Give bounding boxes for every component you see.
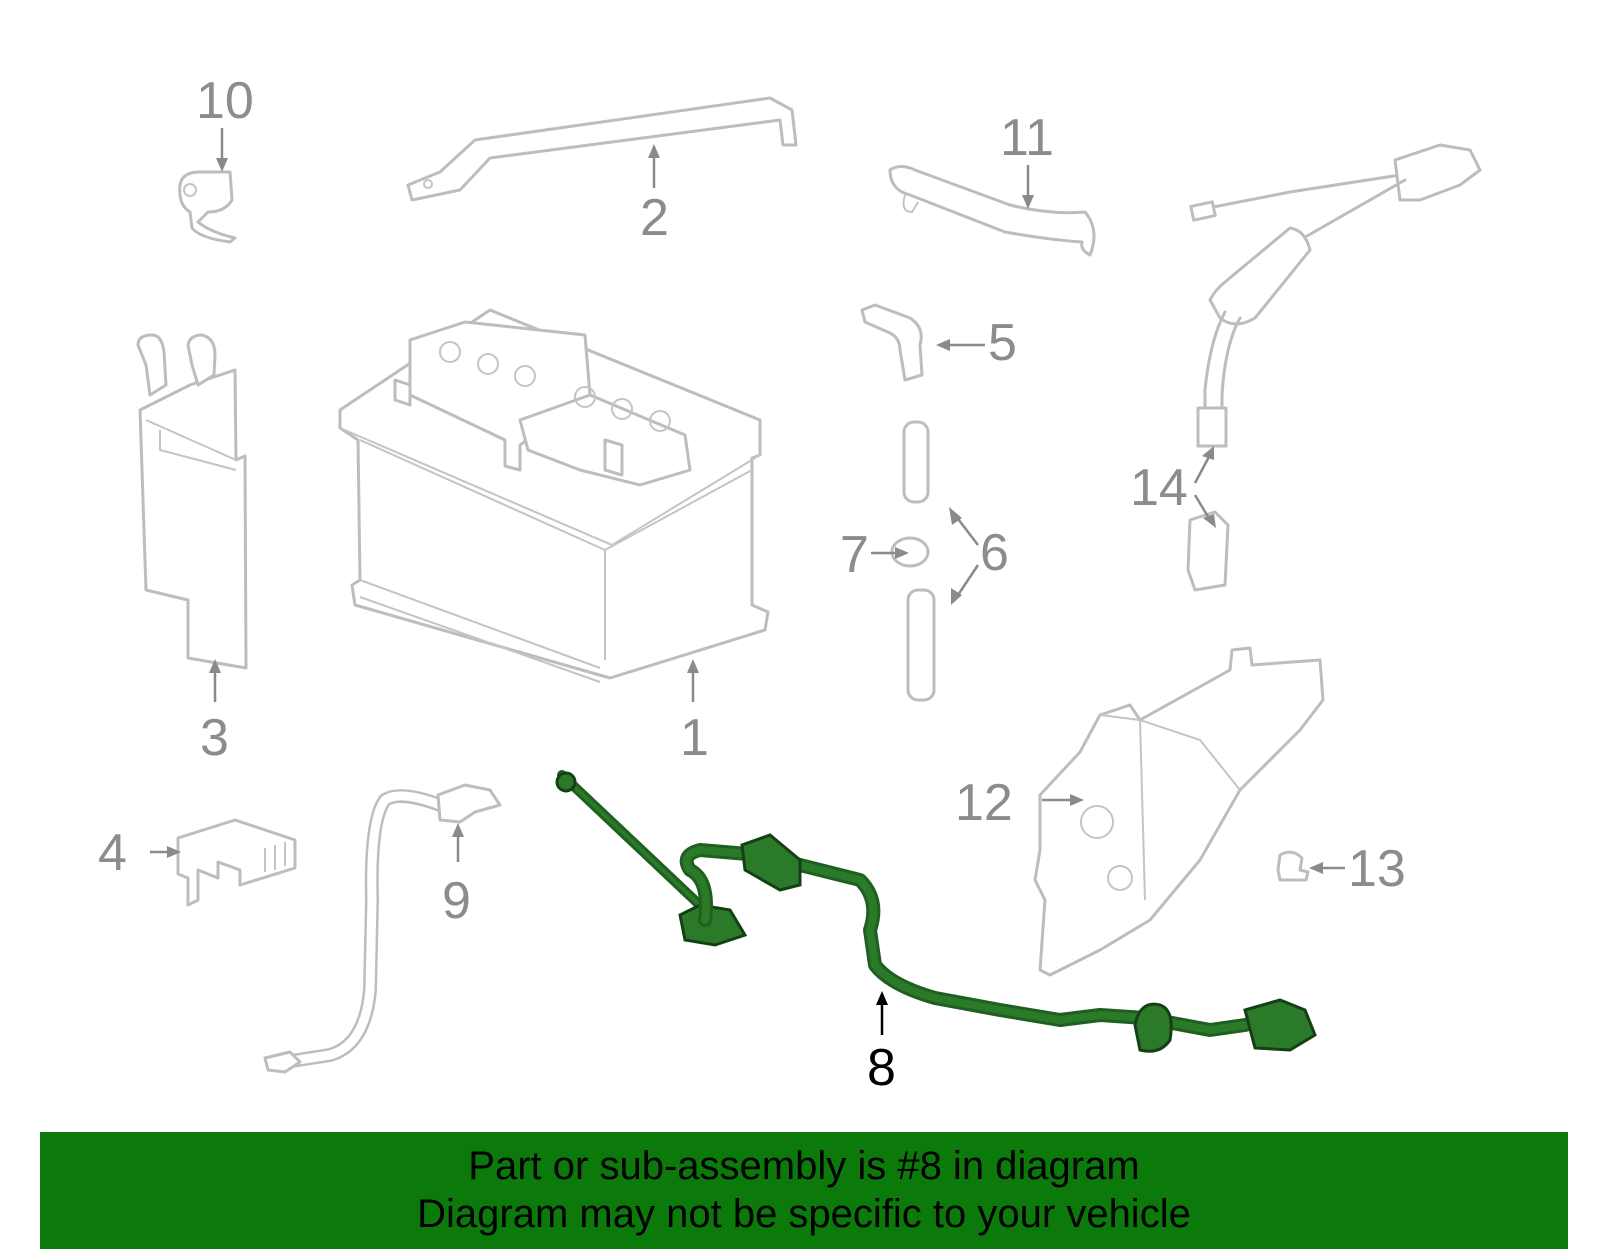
callout-3: 3 <box>200 709 229 767</box>
part-8-positive-cable-highlighted[interactable] <box>555 770 1317 1053</box>
callout-11: 11 <box>1000 109 1054 167</box>
part-12-tray <box>1033 646 1325 977</box>
callout-13: 13 <box>1348 840 1406 898</box>
part-6-vent-tubes <box>902 420 936 702</box>
callout-arrows <box>150 128 1345 1035</box>
part-11-tube <box>888 165 1096 257</box>
part-2-hold-down-bracket <box>406 96 798 202</box>
callout-4: 4 <box>98 824 127 882</box>
part-14-sensor-harness <box>1186 143 1482 592</box>
info-banner: Part or sub-assembly is #8 in diagram Di… <box>40 1132 1568 1249</box>
callout-1: 1 <box>680 709 709 767</box>
callout-8: 8 <box>867 1039 896 1097</box>
part-13-bolt <box>1276 850 1310 882</box>
callout-14: 14 <box>1130 459 1188 517</box>
callout-10: 10 <box>196 72 254 130</box>
callout-12: 12 <box>955 774 1013 832</box>
banner-line-part-number: Part or sub-assembly is #8 in diagram <box>468 1144 1140 1188</box>
part-3-insulator <box>136 333 248 670</box>
callout-7: 7 <box>840 526 869 584</box>
banner-line-disclaimer: Diagram may not be specific to your vehi… <box>417 1192 1191 1236</box>
part-9-negative-cable <box>263 783 502 1074</box>
callout-6: 6 <box>980 524 1009 582</box>
callout-2: 2 <box>640 189 669 247</box>
part-4-cover <box>176 818 297 907</box>
callout-5: 5 <box>988 314 1017 372</box>
part-1-battery <box>338 308 770 683</box>
part-10-clip <box>178 170 237 244</box>
part-5-elbow-fitting <box>860 303 924 382</box>
callout-9: 9 <box>442 872 471 930</box>
